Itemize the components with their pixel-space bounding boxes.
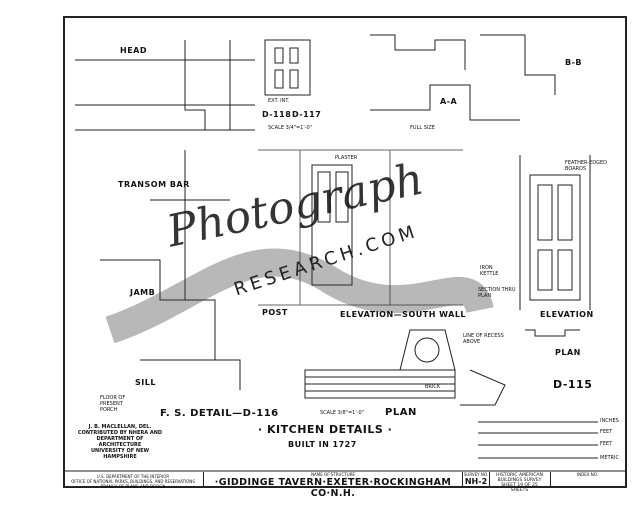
- label-scale-small: SCALE 3/4"=1'-0": [268, 125, 312, 131]
- credit-line: DEPARTMENT OF ARCHITECTURE: [96, 436, 144, 448]
- label-elevation-south: ELEVATION—SOUTH WALL: [340, 310, 467, 319]
- built-date: BUILT IN 1727: [288, 440, 357, 449]
- label-brick: BRICK: [425, 384, 441, 390]
- label-iron-kettle: IRON KETTLE: [480, 265, 499, 277]
- survey-block: SURVEY NO. NH-2: [462, 472, 490, 486]
- label-floor: FLOOR OF PRESENT PORCH: [100, 395, 126, 413]
- label-section-aa: A-A: [440, 97, 458, 106]
- label-line-of-recess: LINE OF RECESS ABOVE: [463, 333, 504, 345]
- structure-name: ·GIDDINGE TAVERN·EXETER·ROCKINGHAM CO·N.…: [214, 477, 452, 499]
- survey-number: NH-2: [464, 477, 488, 486]
- label-section-bb: B-B: [565, 58, 583, 67]
- label-plan: PLAN: [385, 407, 417, 418]
- label-plaster: PLASTER: [335, 155, 358, 161]
- scale-inches: INCHES: [600, 418, 619, 424]
- label-plan-right: PLAN: [555, 348, 581, 357]
- label-sill: SILL: [135, 378, 156, 387]
- label-d117: D-117: [292, 110, 322, 119]
- scale-metric: METRIC: [600, 455, 619, 461]
- label-scale-plan: SCALE 3/8"=1'-0": [320, 410, 364, 416]
- label-post: POST: [262, 308, 288, 317]
- label-d115: D-115: [553, 378, 593, 391]
- scale-feet-2: FEET: [600, 441, 613, 447]
- label-section-plan: SECTION THRU PLAN: [478, 287, 516, 299]
- index-label: INDEX NO.: [576, 472, 599, 477]
- label-d118: D-118: [262, 110, 292, 119]
- agency-line: BRANCH OF PLANS AND DESIGN: [100, 484, 166, 489]
- drawing-sheet: [63, 16, 627, 488]
- name-caption: NAME OF STRUCTURE: [311, 472, 355, 477]
- index-block: INDEX NO.: [550, 472, 624, 486]
- habs-label: HISTORIC AMERICAN BUILDINGS SURVEY: [496, 473, 543, 483]
- credit-line: J. B. MACLELLAN, DEL.: [88, 424, 152, 430]
- structure-block: NAME OF STRUCTURE ·GIDDINGE TAVERN·EXETE…: [203, 472, 462, 499]
- label-transom-bar: TRANSOM BAR: [118, 180, 190, 189]
- sheet-title: · KITCHEN DETAILS ·: [258, 423, 393, 436]
- credits: J. B. MACLELLAN, DEL.CONTRIBUTED BY NHER…: [75, 424, 165, 460]
- label-head: HEAD: [120, 46, 147, 55]
- credit-line: UNIVERSITY OF NEW HAMPSHIRE: [91, 448, 149, 460]
- sheet-number: SHEET 19 OF 25 SHEETS: [501, 483, 538, 493]
- label-fs-detail: F. S. DETAIL—D-116: [160, 408, 279, 419]
- label-elevation: ELEVATION: [540, 310, 594, 319]
- credit-line: CONTRIBUTED BY NHERA AND: [77, 430, 163, 436]
- scale-feet: FEET: [600, 429, 613, 435]
- label-full-size: FULL SIZE: [410, 125, 435, 131]
- survey-caption: SURVEY NO.: [463, 472, 489, 477]
- label-feather-edged: FEATHER-EDGED BOARDS: [565, 160, 608, 172]
- agency-line: OFFICE OF NATIONAL PARKS, BUILDINGS, AND…: [71, 479, 195, 484]
- label-jamb: JAMB: [130, 288, 156, 297]
- label-ext-int: EXT. INT.: [268, 98, 290, 104]
- agency-line: U.S. DEPARTMENT OF THE INTERIOR: [96, 474, 170, 479]
